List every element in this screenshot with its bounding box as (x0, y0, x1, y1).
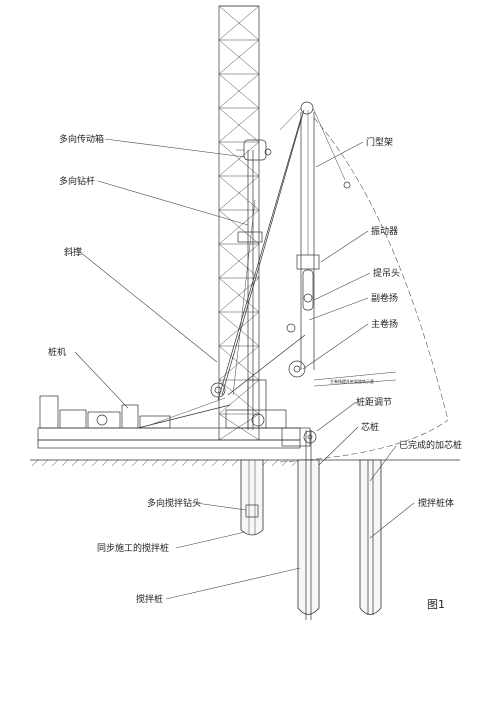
gearbox (236, 139, 272, 161)
label-mixing-pile: 搅拌桩 (136, 593, 163, 605)
label-finished-core-pile: 已完成的加芯桩 (399, 439, 462, 451)
tower-diagonal (218, 379, 260, 415)
label-diagonal-brace: 斜撑 (64, 246, 82, 258)
piles (240, 430, 382, 620)
ground-hatch-mark (51, 459, 59, 467)
label-vibrator: 振动器 (371, 225, 398, 237)
rotation-arc: 主卷扬提升桩架旋转示意 (279, 117, 449, 463)
lattice-tower (218, 5, 260, 441)
figure-number: 图1 (427, 598, 445, 611)
tower-diagonal (218, 73, 260, 109)
ground-hatch-mark (181, 459, 189, 467)
ground-hatch-mark (31, 459, 39, 467)
ground-hatch-mark (91, 459, 99, 467)
diagonal-braces (217, 109, 306, 401)
ground-hatch-mark (231, 459, 239, 467)
ground-hatch-mark (141, 459, 149, 467)
tower-diagonal (218, 209, 260, 245)
ground-hatch-mark (81, 459, 89, 467)
leader-lines (74, 138, 415, 600)
tower-diagonal (218, 107, 260, 143)
ground-hatch-mark (271, 459, 279, 467)
label-main-winch: 主卷扬 (371, 318, 398, 330)
ground-hatch-mark (171, 459, 179, 467)
ground-hatch-mark (151, 459, 159, 467)
ground-hatch-mark (221, 459, 229, 467)
ground-hatch-mark (161, 459, 169, 467)
tower-diagonal (218, 243, 260, 279)
labels: 多向传动箱 多向钻杆 斜撑 桩机 门型架 振动器 提吊头 副卷扬 主卷扬 桩距调… (48, 133, 462, 611)
label-portal-frame: 门型架 (366, 136, 393, 148)
ground-hatch-mark (111, 459, 119, 467)
ground-hatch-mark (71, 459, 79, 467)
label-lifting-head: 提吊头 (373, 268, 400, 279)
tower-diagonal (218, 175, 260, 211)
tower-diagonal (218, 141, 260, 177)
rotation-note: 主卷扬提升桩架旋转示意 (330, 378, 374, 384)
label-pile-machine: 桩机 (48, 346, 66, 358)
label-sync-mixing-pile: 同步施工的搅拌桩 (97, 542, 169, 554)
label-multi-drill-rod: 多向钻杆 (59, 175, 95, 187)
ground-hatch-mark (281, 459, 289, 467)
ground-hatch-mark (201, 459, 209, 467)
ground-hatch-mark (41, 459, 49, 467)
ground-hatch-mark (211, 459, 219, 467)
label-multi-gearbox: 多向传动箱 (59, 133, 104, 145)
tower-diagonal (218, 5, 260, 41)
label-pile-spacing-adjust: 桩距调节 (356, 396, 392, 408)
ground-hatch-mark (131, 459, 139, 467)
drill-rod (237, 150, 263, 430)
ground-hatch-mark (61, 459, 69, 467)
ground-hatch-mark (291, 459, 299, 467)
label-mixing-drill-head: 多向搅拌钻头 (147, 497, 201, 509)
tower-diagonal (218, 39, 260, 75)
portal-frame (279, 101, 351, 378)
label-aux-winch: 副卷扬 (371, 292, 398, 304)
ground-hatch-mark (101, 459, 109, 467)
ground-hatch-mark (191, 459, 199, 467)
ground-hatch-mark (121, 459, 129, 467)
label-mixing-pile-body: 搅拌桩体 (418, 497, 454, 509)
pile-machine-base (37, 379, 317, 449)
label-core-pile: 芯桩 (361, 421, 379, 433)
